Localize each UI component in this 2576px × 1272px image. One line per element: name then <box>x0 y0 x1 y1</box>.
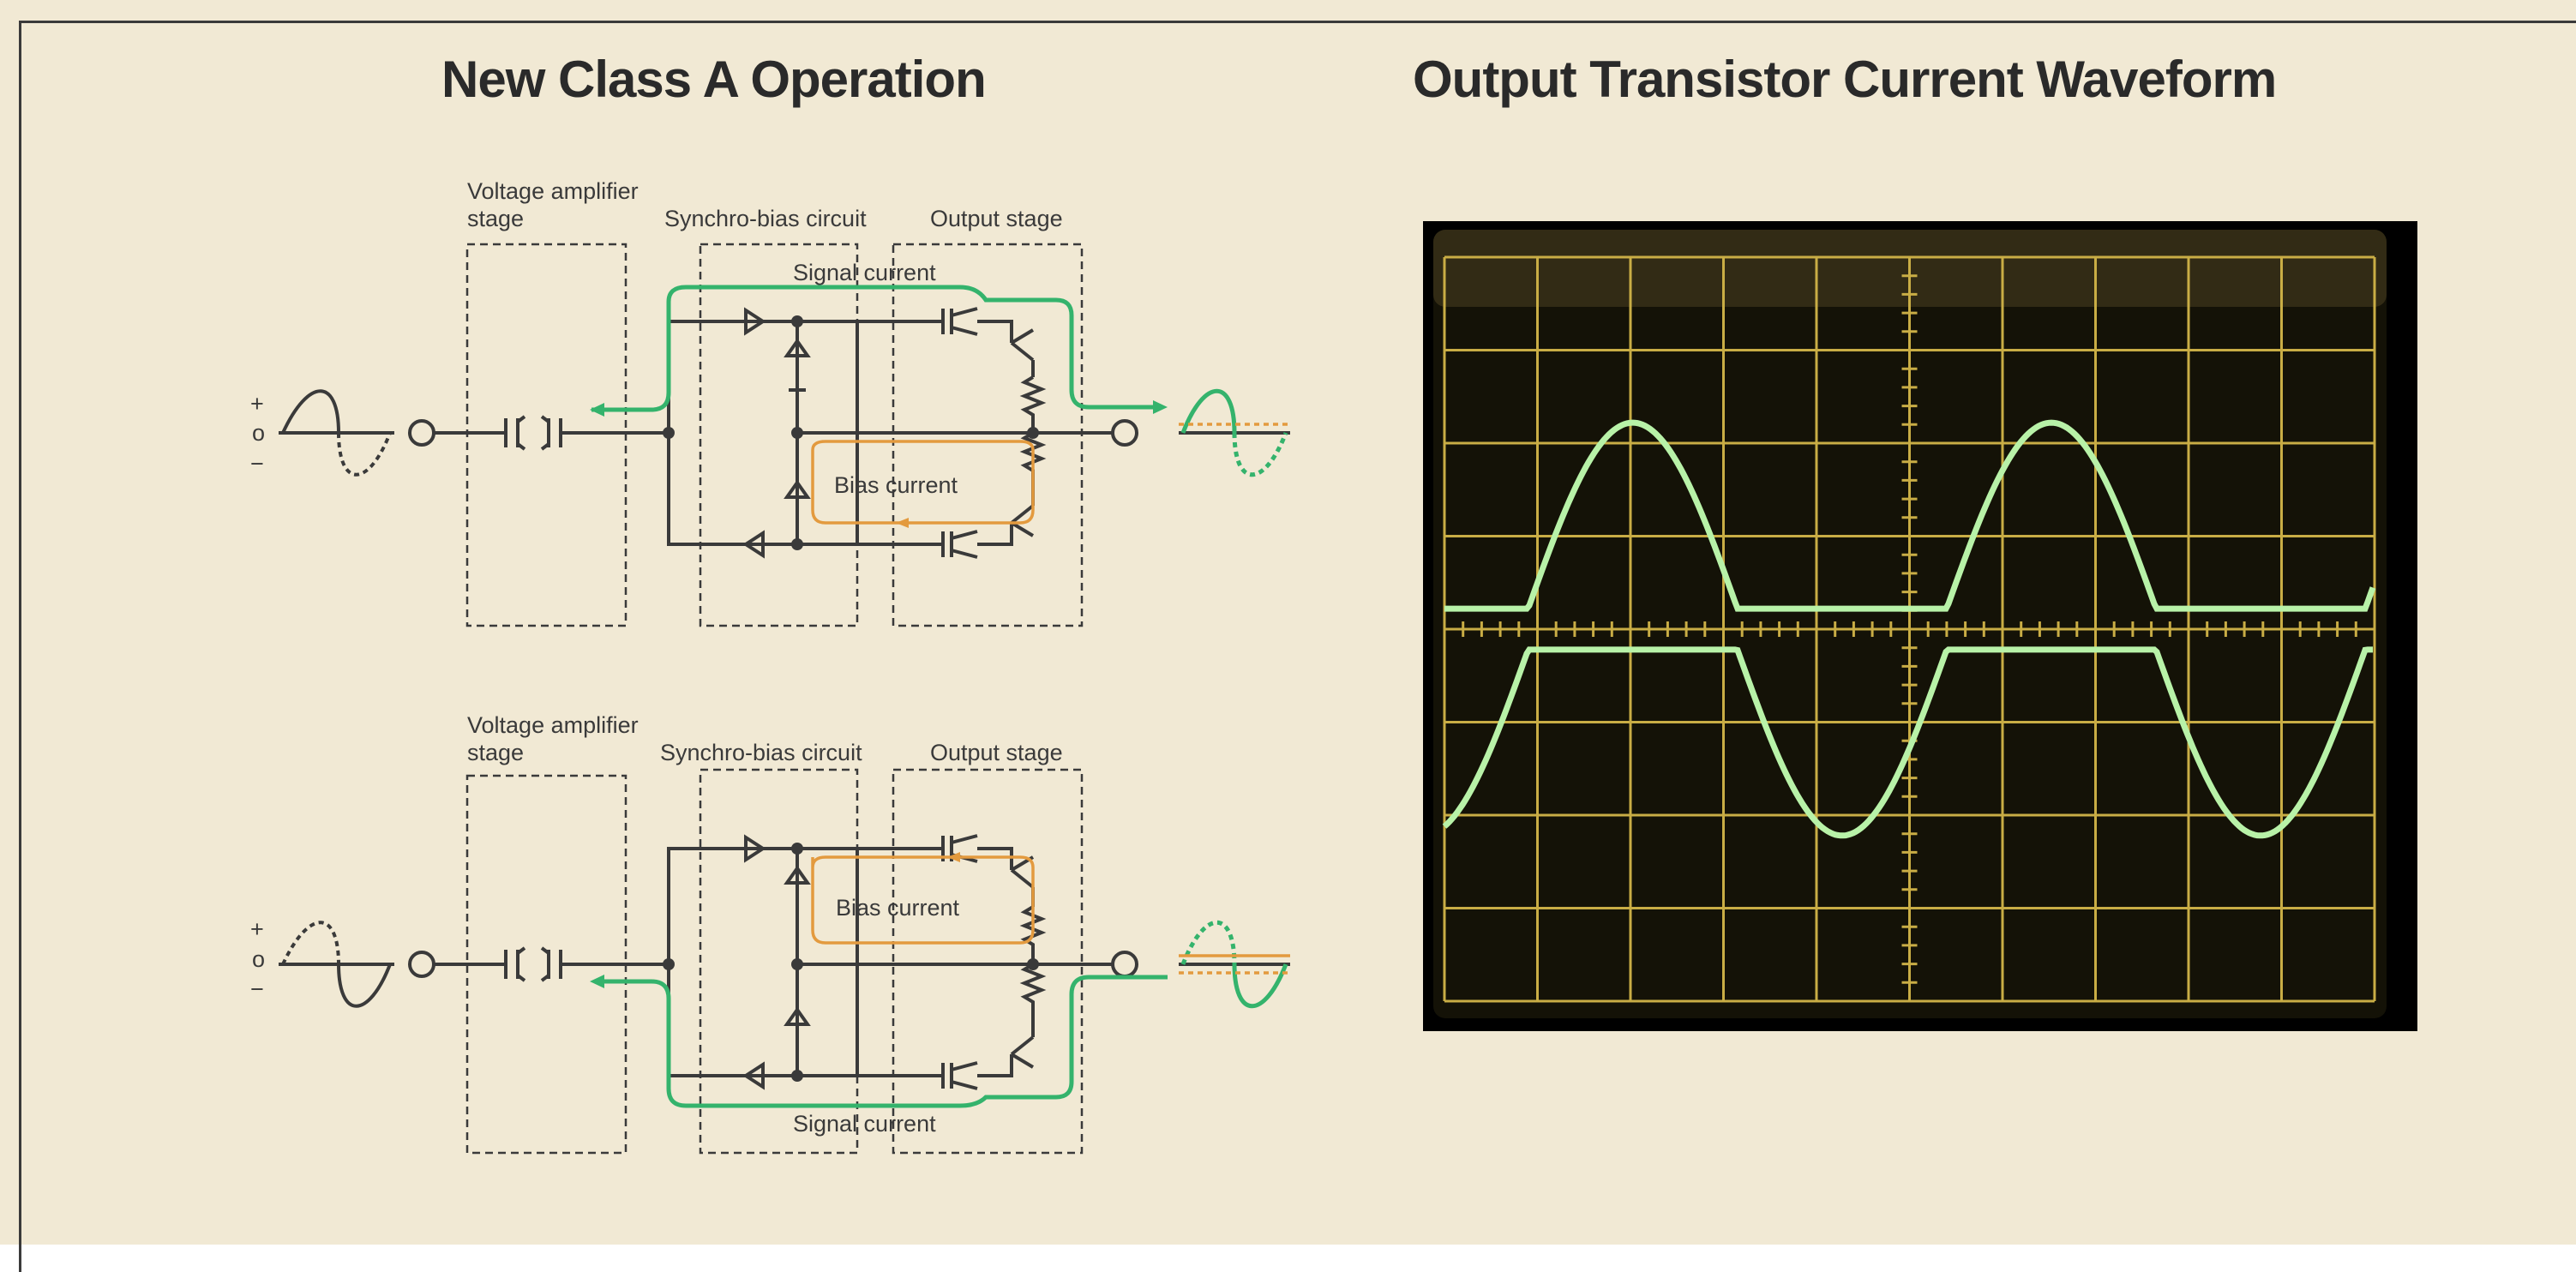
box-synchro-bias-circuit <box>699 768 859 1155</box>
signal-current-path <box>604 975 1168 1108</box>
output-transistor-lower-drive-icon <box>941 530 978 559</box>
diode-string-2-icon <box>784 1006 811 1026</box>
resistor-upper-icon <box>1019 375 1047 433</box>
bias-current-arrow-icon <box>947 852 960 862</box>
label-stage: stage <box>467 740 524 765</box>
output-wave-green <box>1180 388 1237 434</box>
signal-current-arrow-icon <box>1153 400 1168 414</box>
voltage-amp-transistor-b <box>540 415 562 451</box>
node-lower <box>791 1070 803 1082</box>
label-input-plus: + <box>250 391 264 417</box>
circuit-top: Voltage amplifier stage Synchro-bias cir… <box>250 178 1290 627</box>
input-wave-solid <box>281 389 340 434</box>
label-output-stage: Output stage <box>930 206 1063 231</box>
resistor-lower-icon <box>1019 963 1047 1020</box>
diode-string-2-icon <box>784 479 811 499</box>
diode-lower-icon <box>742 1061 765 1090</box>
signal-current-path <box>591 285 1153 412</box>
diode-string-1-icon <box>784 338 811 357</box>
input-terminal <box>408 419 435 447</box>
output-transistor-upper-drive-icon <box>941 307 978 336</box>
node-lower <box>791 538 803 550</box>
label-stage: stage <box>467 206 524 231</box>
output-terminal <box>1111 951 1138 978</box>
box-output-stage <box>892 243 1084 627</box>
oscilloscope-axis-ticks <box>1443 255 2376 984</box>
label-output-stage: Output stage <box>930 740 1063 765</box>
label-synchro-bias-circuit: Synchro-bias circuit <box>664 206 867 231</box>
title-new-class-a-operation: New Class A Operation <box>441 51 987 108</box>
voltage-amp-transistor-b <box>540 946 562 982</box>
output-wave-green-dashed <box>1232 432 1288 477</box>
node-upper <box>791 315 803 327</box>
waveform-trace-positive <box>1444 419 2376 612</box>
label-input-zero: o <box>252 946 265 972</box>
signal-current-input-arrow-icon <box>590 403 604 417</box>
oscilloscope <box>1423 221 2417 1031</box>
box-synchro-bias-circuit <box>699 243 859 627</box>
box-voltage-amplifier-stage <box>465 243 627 627</box>
output-terminal <box>1111 419 1138 447</box>
rail-upper <box>667 320 943 433</box>
rail-upper <box>667 847 943 964</box>
input-wave-dashed <box>337 432 392 477</box>
voltage-amp-transistor-a <box>504 946 526 982</box>
input-wave-solid <box>337 963 392 1008</box>
label-signal-current: Signal current <box>793 260 936 285</box>
input-terminal <box>408 951 435 978</box>
bias-current-loop <box>811 855 1035 945</box>
diode-string-1-icon <box>784 865 811 885</box>
label-voltage-amplifier: Voltage amplifier <box>467 712 639 738</box>
diode-upper-icon <box>744 834 766 863</box>
voltage-amp-transistor-a <box>504 415 526 451</box>
diagram-canvas: Voltage amplifier stage Synchro-bias cir… <box>250 178 2417 1155</box>
circuit-bottom: Voltage amplifier stage Synchro-bias cir… <box>250 712 1290 1155</box>
box-output-stage <box>892 768 1084 1155</box>
diode-upper-icon <box>744 307 766 336</box>
label-bias-current: Bias current <box>836 895 960 921</box>
output-transistor-lower-icon <box>977 1020 1035 1077</box>
page-frame <box>19 21 2576 1272</box>
diode-lower-icon <box>742 530 765 559</box>
bias-current-arrow-icon <box>896 518 909 528</box>
rail-lower <box>667 433 943 546</box>
output-transistor-lower-icon <box>977 489 1035 546</box>
label-signal-current: Signal current <box>793 1111 936 1137</box>
output-wave-green-dashed <box>1180 920 1237 965</box>
output-transistor-lower-drive-icon <box>941 1061 978 1090</box>
label-input-minus: − <box>250 976 264 1002</box>
label-input-minus: − <box>250 451 264 477</box>
label-input-plus: + <box>250 916 264 942</box>
label-input-zero: o <box>252 420 265 446</box>
bias-current-loop <box>811 440 1035 525</box>
input-wave-dashed <box>281 921 340 965</box>
signal-current-arrow-icon <box>590 975 604 988</box>
waveform-trace-negative <box>1442 646 2373 839</box>
label-synchro-bias-circuit: Synchro-bias circuit <box>660 740 862 765</box>
label-voltage-amplifier: Voltage amplifier <box>467 178 639 204</box>
output-transistor-upper-icon <box>977 320 1035 377</box>
title-output-transistor-current-waveform: Output Transistor Current Waveform <box>1413 51 2277 108</box>
output-wave-green <box>1232 963 1288 1009</box>
node-upper <box>791 843 803 855</box>
label-bias-current: Bias current <box>834 472 958 498</box>
output-transistor-upper-icon <box>977 847 1035 907</box>
output-transistor-upper-drive-icon <box>941 834 978 863</box>
